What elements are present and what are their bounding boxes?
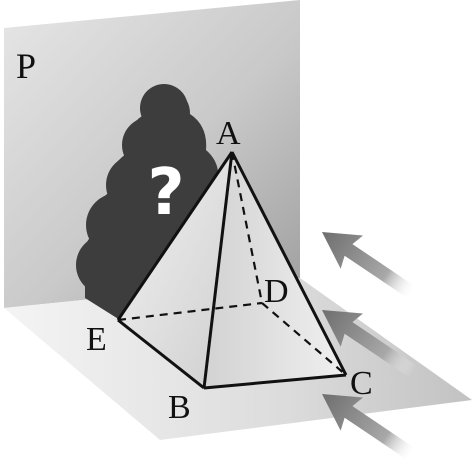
vertex-label-e: E [86,321,107,358]
plane-label: P [16,46,36,86]
edge-ad [230,151,264,304]
hidden-edges [117,151,347,376]
light-arrow-3 [322,394,418,459]
edge-eb [117,318,205,390]
edge-dc [261,302,347,376]
vertex-label-a: A [216,115,241,152]
shadow-question-mark: ? [147,156,184,230]
vertex-label-d: D [264,273,289,310]
edge-ae [116,151,234,321]
visible-edges [116,151,348,390]
edge-bc [203,373,347,390]
light-arrow-2 [322,310,418,378]
edge-ab [202,151,234,389]
light-arrows [322,232,418,459]
edge-ac [230,151,348,376]
light-arrow-1 [322,232,418,300]
face-abc [204,152,346,388]
pyramid-shadow [76,84,219,320]
vertex-label-b: B [168,389,191,426]
face-abe [118,152,232,388]
vertex-label-c: C [350,365,373,402]
edge-ed [117,301,263,322]
